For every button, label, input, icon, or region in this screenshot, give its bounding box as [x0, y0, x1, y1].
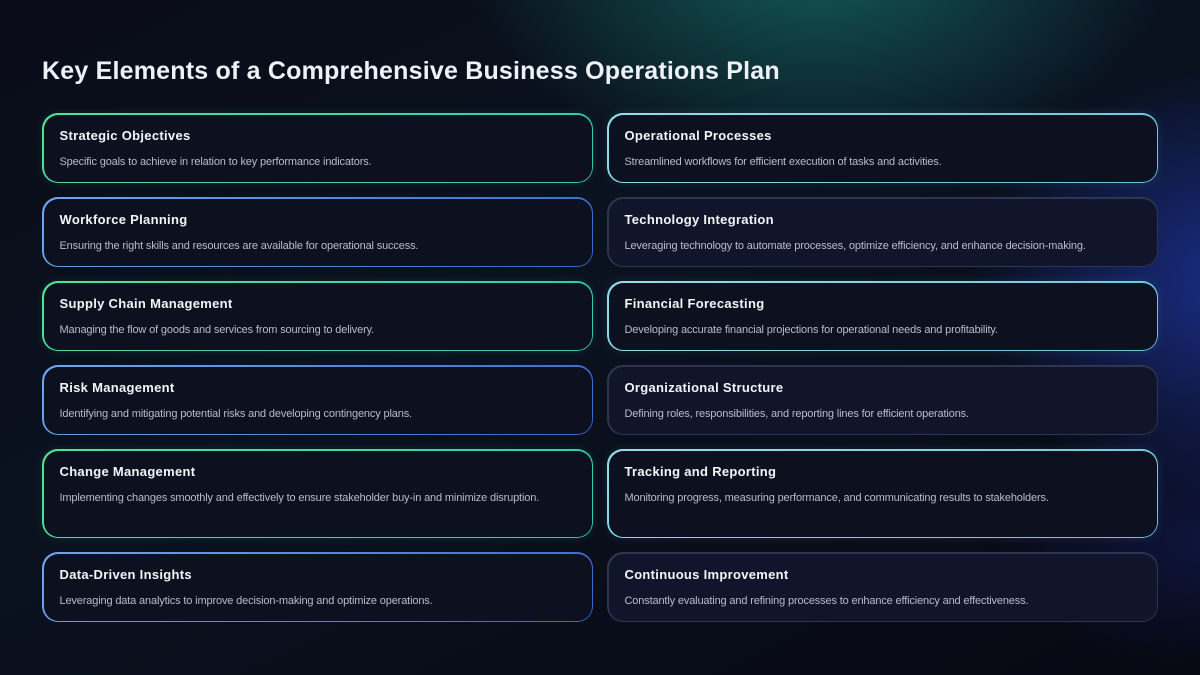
- card-body: Financial Forecasting Developing accurat…: [608, 282, 1157, 350]
- card-description: Leveraging technology to automate proces…: [624, 239, 1086, 252]
- card-operational-processes: Operational Processes Streamlined workfl…: [607, 113, 1158, 183]
- card-strategic-objectives: Strategic Objectives Specific goals to a…: [42, 113, 593, 183]
- card-supply-chain-management: Supply Chain Management Managing the flo…: [42, 281, 593, 351]
- card-body: Technology Integration Leveraging techno…: [608, 198, 1157, 266]
- card-title: Organizational Structure: [624, 379, 784, 395]
- card-description: Managing the flow of goods and services …: [59, 323, 375, 336]
- card-description: Developing accurate financial projection…: [624, 323, 998, 336]
- card-title: Continuous Improvement: [624, 566, 789, 582]
- card-technology-integration: Technology Integration Leveraging techno…: [607, 197, 1158, 267]
- card-title: Technology Integration: [624, 211, 774, 227]
- card-body: Operational Processes Streamlined workfl…: [608, 114, 1157, 182]
- card-title: Strategic Objectives: [59, 127, 191, 143]
- card-data-driven-insights: Data-Driven Insights Leveraging data ana…: [42, 552, 593, 622]
- card-body: Organizational Structure Defining roles,…: [608, 366, 1157, 434]
- card-description: Constantly evaluating and refining proce…: [624, 594, 1029, 607]
- card-body: Strategic Objectives Specific goals to a…: [43, 114, 592, 182]
- card-title: Workforce Planning: [59, 211, 188, 227]
- card-continuous-improvement: Continuous Improvement Constantly evalua…: [607, 552, 1158, 622]
- page-title: Key Elements of a Comprehensive Business…: [42, 57, 780, 85]
- card-workforce-planning: Workforce Planning Ensuring the right sk…: [42, 197, 593, 267]
- card-change-management: Change Management Implementing changes s…: [42, 449, 593, 538]
- card-description: Leveraging data analytics to improve dec…: [59, 594, 433, 607]
- card-organizational-structure: Organizational Structure Defining roles,…: [607, 365, 1158, 435]
- card-description: Monitoring progress, measuring performan…: [624, 491, 1049, 504]
- card-title: Tracking and Reporting: [624, 463, 777, 479]
- card-body: Continuous Improvement Constantly evalua…: [608, 553, 1157, 621]
- card-title: Financial Forecasting: [624, 295, 765, 311]
- card-financial-forecasting: Financial Forecasting Developing accurat…: [607, 281, 1158, 351]
- card-tracking-and-reporting: Tracking and Reporting Monitoring progre…: [607, 449, 1158, 538]
- card-description: Streamlined workflows for efficient exec…: [624, 155, 942, 168]
- card-body: Data-Driven Insights Leveraging data ana…: [43, 553, 592, 621]
- card-description: Implementing changes smoothly and effect…: [59, 491, 540, 504]
- card-body: Supply Chain Management Managing the flo…: [43, 282, 592, 350]
- card-description: Specific goals to achieve in relation to…: [59, 155, 372, 168]
- card-body: Change Management Implementing changes s…: [43, 450, 592, 537]
- card-title: Supply Chain Management: [59, 295, 233, 311]
- card-body: Workforce Planning Ensuring the right sk…: [43, 198, 592, 266]
- card-title: Risk Management: [59, 379, 175, 395]
- card-description: Ensuring the right skills and resources …: [59, 239, 419, 252]
- card-description: Identifying and mitigating potential ris…: [59, 407, 413, 420]
- card-description: Defining roles, responsibilities, and re…: [624, 407, 970, 420]
- card-title: Operational Processes: [624, 127, 772, 143]
- card-title: Data-Driven Insights: [59, 566, 192, 582]
- card-title: Change Management: [59, 463, 196, 479]
- card-grid: Strategic Objectives Specific goals to a…: [42, 113, 1158, 622]
- card-body: Tracking and Reporting Monitoring progre…: [608, 450, 1157, 537]
- card-risk-management: Risk Management Identifying and mitigati…: [42, 365, 593, 435]
- card-body: Risk Management Identifying and mitigati…: [43, 366, 592, 434]
